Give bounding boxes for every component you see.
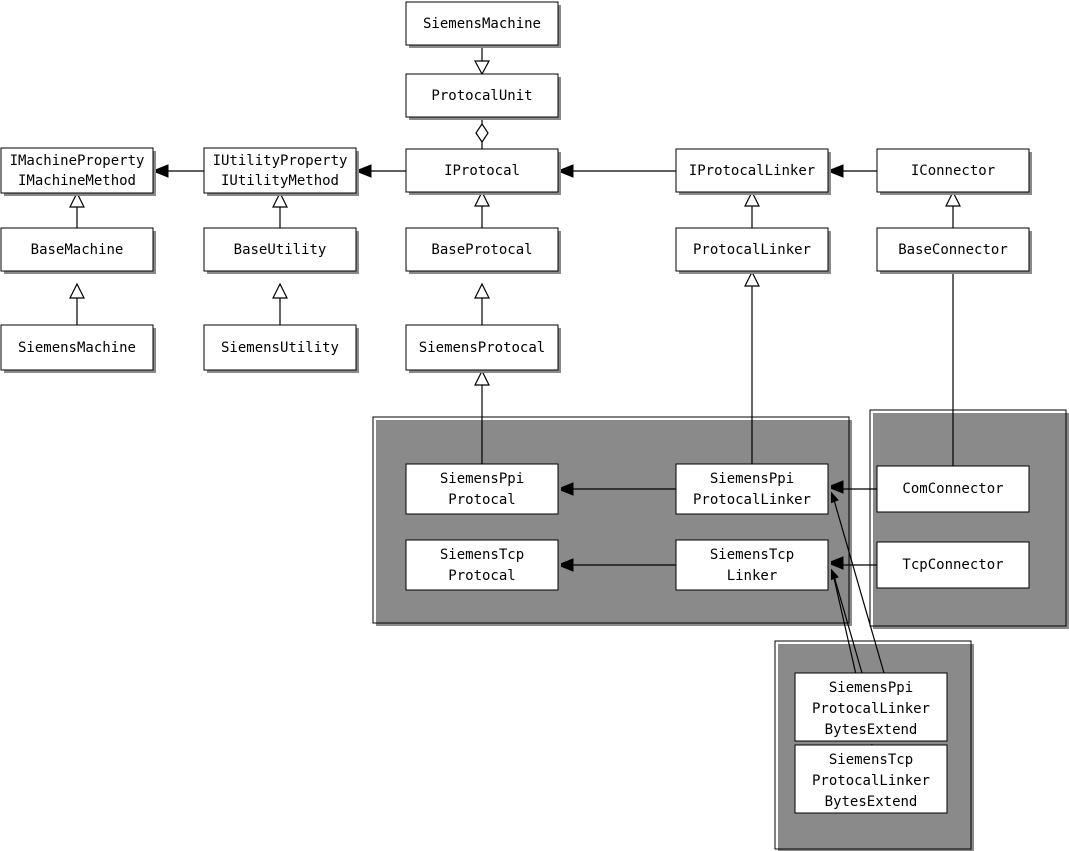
hollow-triangle-icon — [474, 282, 490, 299]
hollow-triangle-icon — [69, 282, 85, 299]
group-connector-implementations — [869, 409, 1069, 629]
node-label-line1: SiemensTcp — [829, 752, 913, 768]
node-tcp-connector[interactable]: TcpConnector — [876, 541, 1032, 591]
node-siemens-tcp-protocal-linker-bytes-extend[interactable]: SiemensTcp ProtocalLinker BytesExtend — [794, 744, 950, 816]
node-label-line3: BytesExtend — [825, 722, 918, 738]
node-base-machine[interactable]: BaseMachine — [0, 227, 156, 274]
solid-arrowhead-icon — [826, 164, 844, 178]
node-label-line1: IMachineProperty — [10, 153, 145, 169]
hollow-triangle-icon — [69, 191, 85, 208]
node-protocal-unit[interactable]: ProtocalUnit — [405, 73, 561, 120]
hollow-triangle-icon — [945, 190, 961, 207]
solid-arrowhead-icon — [151, 164, 169, 178]
node-label-line2: IUtilityMethod — [221, 173, 339, 189]
solid-arrowhead-icon — [826, 480, 844, 494]
node-label: SiemensMachine — [18, 340, 136, 356]
node-siemens-tcp-protocal[interactable]: SiemensTcp Protocal — [405, 539, 561, 593]
node-label-line1: SiemensPpi — [829, 680, 913, 696]
node-siemens-machine-top[interactable]: SiemensMachine — [405, 1, 561, 48]
node-label-line2: IMachineMethod — [18, 173, 136, 189]
node-com-connector[interactable]: ComConnector — [876, 465, 1032, 515]
node-label: BaseProtocal — [431, 242, 532, 258]
node-label-line2: Protocal — [448, 492, 515, 508]
node-iprotocal-linker[interactable]: IProtocalLinker — [675, 148, 831, 195]
solid-arrowhead-icon — [556, 482, 574, 496]
hollow-triangle-icon — [473, 60, 491, 76]
node-label: IProtocalLinker — [689, 163, 815, 179]
hollow-triangle-icon — [474, 190, 490, 207]
edge-ppi-bytes-extend-crossing — [833, 575, 863, 674]
node-label: IConnector — [911, 163, 995, 179]
node-iutility-property[interactable]: IUtilityProperty IUtilityMethod — [203, 147, 359, 196]
solid-arrowhead-icon — [556, 558, 574, 572]
node-iprotocal[interactable]: IProtocal — [405, 148, 561, 195]
solid-arrowhead-icon — [826, 556, 844, 570]
node-siemens-machine[interactable]: SiemensMachine — [0, 324, 156, 373]
node-label: BaseMachine — [31, 242, 124, 258]
solid-arrowhead-icon — [556, 164, 574, 178]
node-label-line2: ProtocalLinker — [812, 701, 930, 717]
node-label-line1: SiemensPpi — [710, 471, 794, 487]
node-label-line1: IUtilityProperty — [213, 153, 348, 169]
hollow-triangle-icon — [272, 191, 288, 208]
node-label-line2: Protocal — [448, 568, 515, 584]
node-label-line2: Linker — [727, 568, 778, 584]
node-base-connector[interactable]: BaseConnector — [876, 227, 1032, 274]
node-iconnector[interactable]: IConnector — [876, 148, 1032, 195]
node-label-line2: ProtocalLinker — [812, 773, 930, 789]
group-protocal-implementations — [372, 416, 852, 626]
node-label: BaseConnector — [898, 242, 1008, 258]
node-label: BaseUtility — [234, 242, 327, 258]
node-siemens-ppi-protocal[interactable]: SiemensPpi Protocal — [405, 463, 561, 517]
hollow-triangle-icon — [744, 270, 760, 287]
node-label: SiemensProtocal — [419, 340, 545, 356]
node-label-line1: SiemensPpi — [440, 471, 524, 487]
node-label: SiemensMachine — [423, 16, 541, 32]
node-label-line2: ProtocalLinker — [693, 492, 811, 508]
node-siemens-ppi-protocal-linker-bytes-extend[interactable]: SiemensPpi ProtocalLinker BytesExtend — [794, 672, 950, 744]
node-label: ComConnector — [902, 481, 1003, 497]
node-siemens-tcp-linker[interactable]: SiemensTcp Linker — [675, 539, 831, 593]
node-label: SiemensUtility — [221, 340, 339, 356]
solid-arrowhead-icon — [354, 164, 372, 178]
node-label-line1: SiemensTcp — [440, 547, 524, 563]
node-siemens-ppi-protocal-linker[interactable]: SiemensPpi ProtocalLinker — [675, 463, 831, 517]
hollow-diamond-icon — [475, 122, 489, 144]
node-label: TcpConnector — [902, 557, 1003, 573]
node-base-utility[interactable]: BaseUtility — [203, 227, 359, 274]
node-label-line3: BytesExtend — [825, 794, 918, 810]
node-imachine-property[interactable]: IMachineProperty IMachineMethod — [0, 147, 156, 196]
node-protocal-linker[interactable]: ProtocalLinker — [675, 227, 831, 274]
edge-ppi-bytes-extend-to-siemens-ppi-protocal-linker — [833, 499, 885, 674]
node-label: ProtocalLinker — [693, 242, 811, 258]
hollow-triangle-icon — [744, 190, 760, 207]
node-base-protocal[interactable]: BaseProtocal — [405, 227, 561, 274]
node-label: ProtocalUnit — [431, 88, 532, 104]
node-siemens-utility[interactable]: SiemensUtility — [203, 324, 359, 373]
node-label-line1: SiemensTcp — [710, 547, 794, 563]
hollow-triangle-icon — [272, 282, 288, 299]
hollow-triangle-icon — [474, 369, 490, 386]
node-label: IProtocal — [444, 163, 520, 179]
node-siemens-protocal[interactable]: SiemensProtocal — [405, 324, 561, 373]
